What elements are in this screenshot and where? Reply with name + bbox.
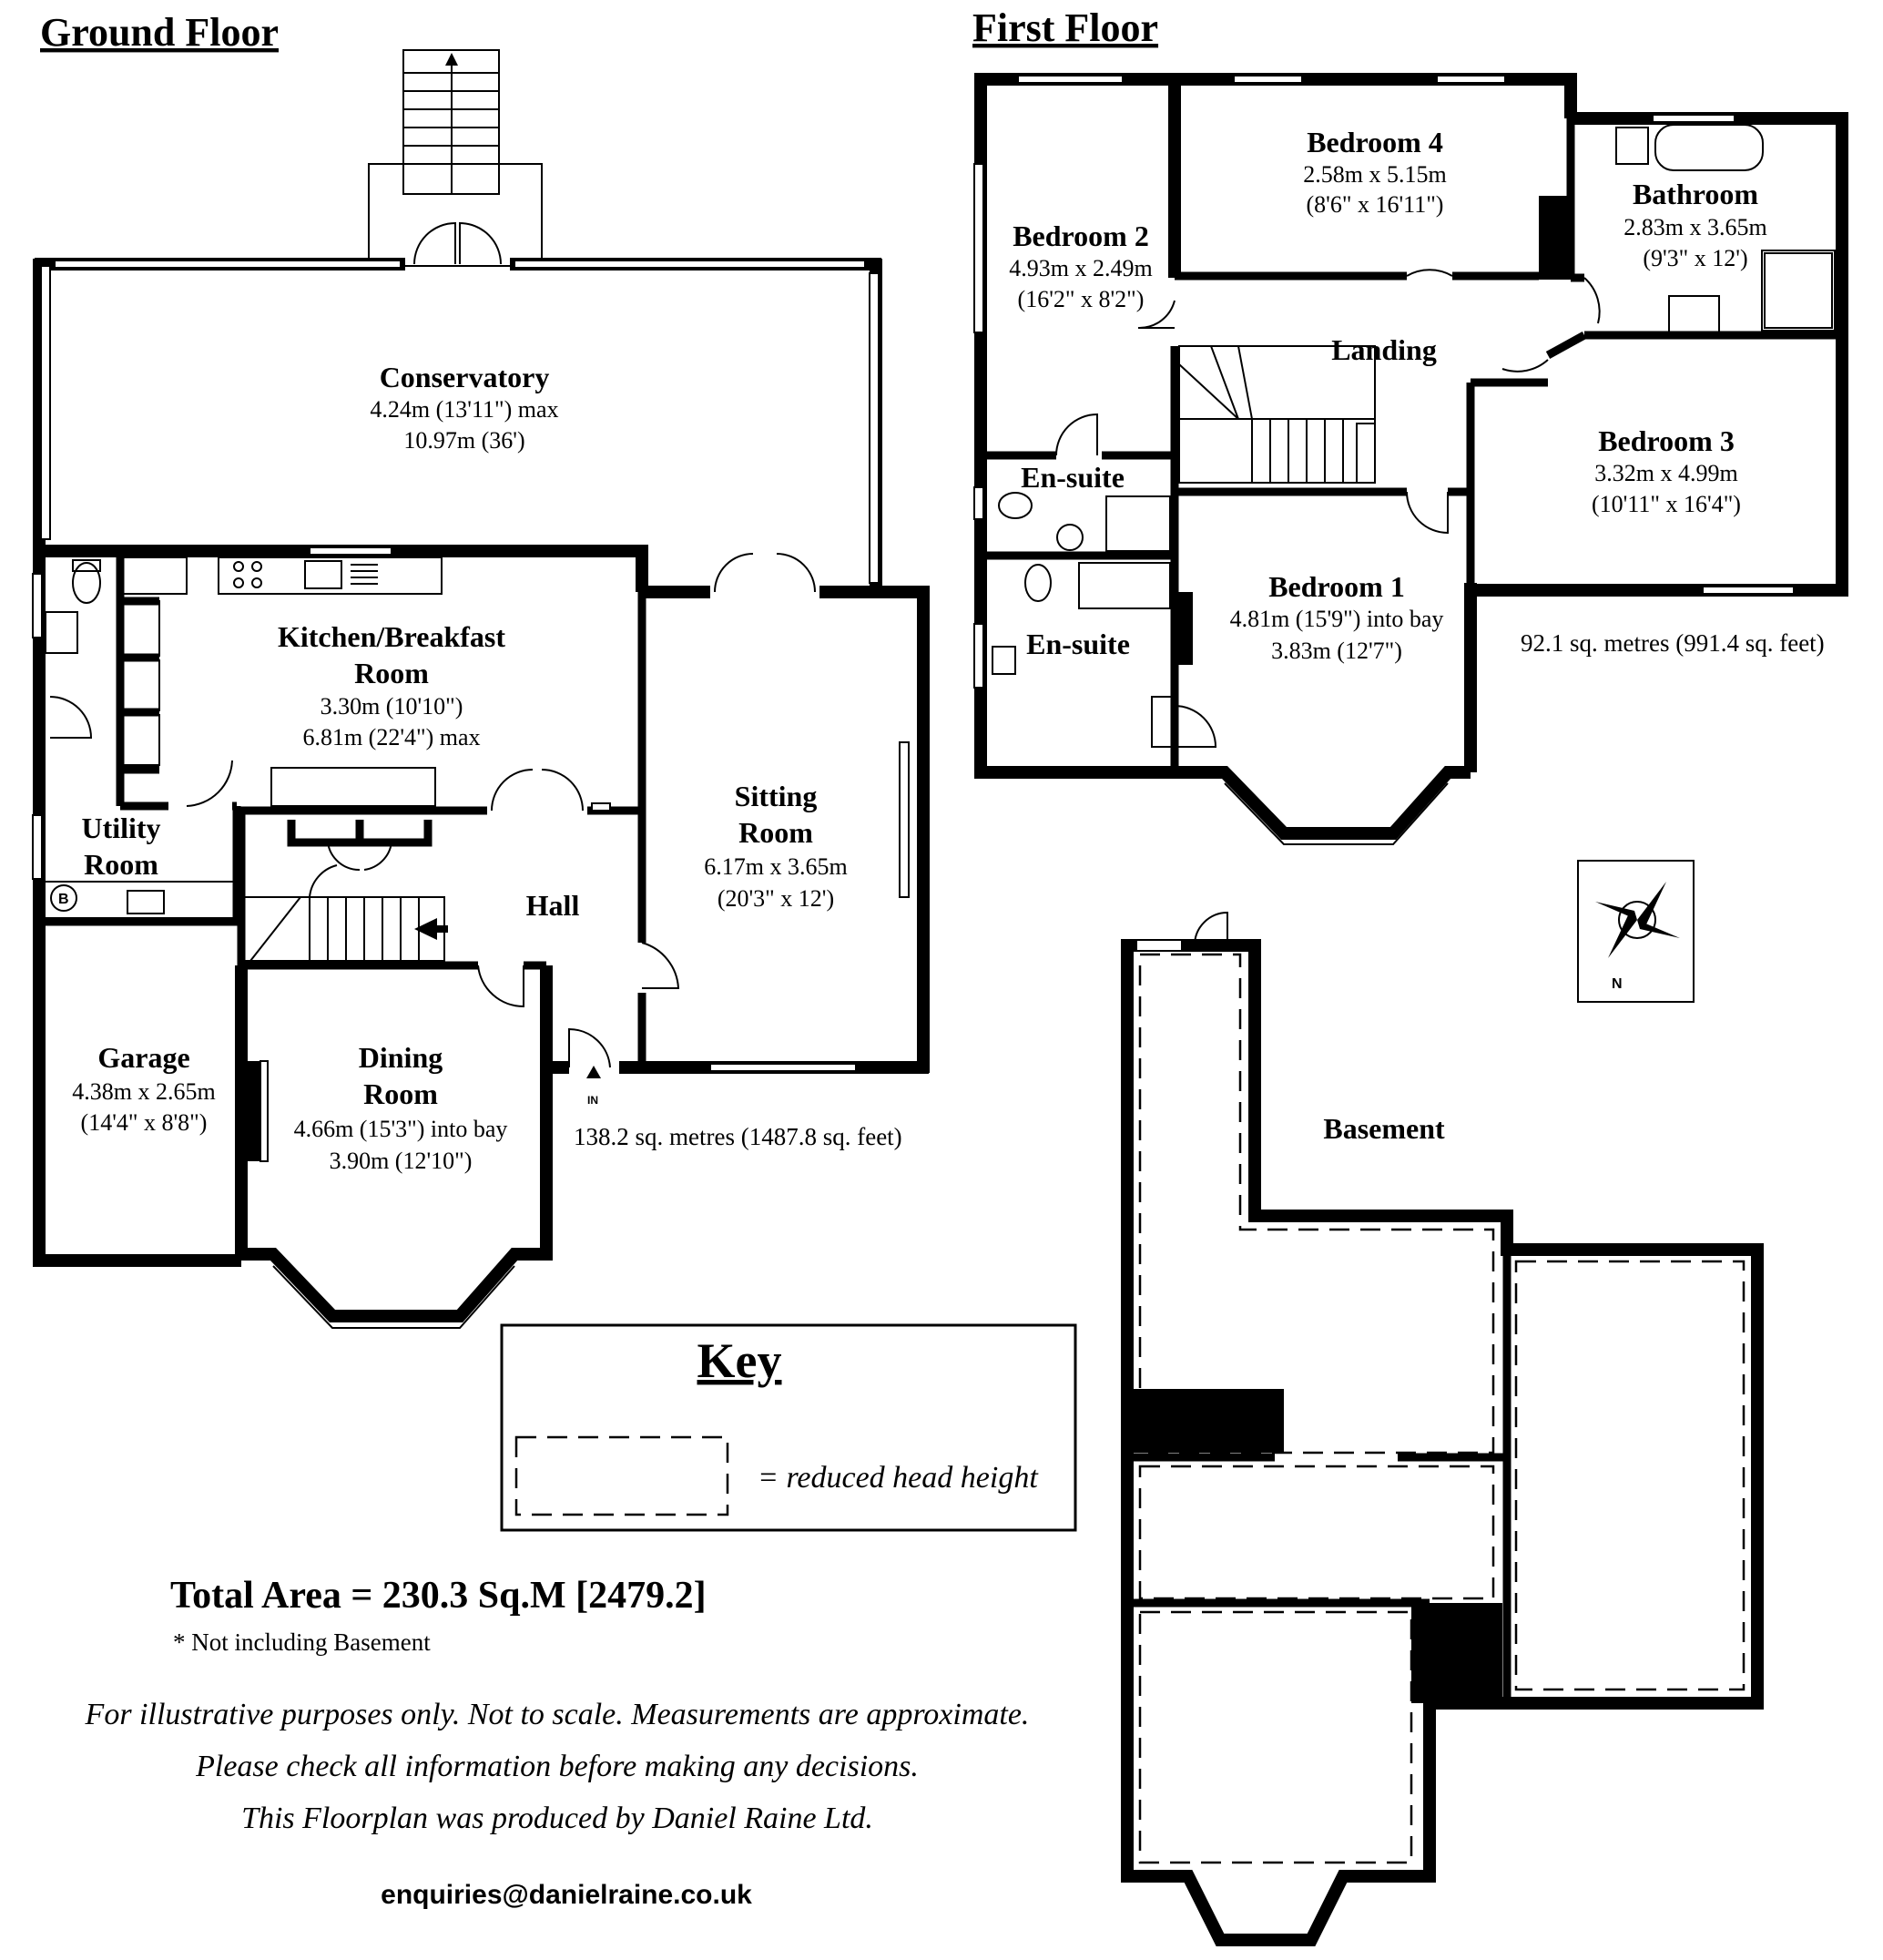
- sitting-dim1: 6.17m x 3.65m: [704, 853, 847, 880]
- utility-name2: Room: [84, 848, 158, 881]
- basement-title: Basement: [1323, 1112, 1445, 1145]
- bathroom-dim1: 2.83m x 3.65m: [1623, 214, 1766, 240]
- ground-floor-title: Ground Floor: [40, 10, 279, 55]
- garage-dim2: (14'4" x 8'8"): [81, 1109, 208, 1136]
- total-note: * Not including Basement: [173, 1628, 431, 1656]
- north-label: N: [1612, 976, 1623, 992]
- ground-area: 138.2 sq. metres (1487.8 sq. feet): [574, 1123, 902, 1150]
- conservatory-dim1: 4.24m (13'11") max: [370, 396, 558, 423]
- compass-north-label: N: [1612, 976, 1623, 992]
- sitting-name2: Room: [738, 816, 813, 849]
- boiler-label: B: [58, 892, 69, 907]
- bedroom4-dim1: 2.58m x 5.15m: [1303, 161, 1446, 188]
- first-area: 92.1 sq. metres (991.4 sq. feet): [1521, 629, 1825, 657]
- dining-dim2: 3.90m (12'10"): [330, 1148, 473, 1174]
- first-floor: First Floor: [972, 5, 1848, 845]
- ground-labels: Conservatory 4.24m (13'11") max 10.97m (…: [72, 361, 901, 1174]
- bedroom4-name: Bedroom 4: [1307, 126, 1443, 158]
- disclaimer-line2: Please check all information before maki…: [195, 1750, 919, 1783]
- first-stairs: [1178, 345, 1376, 484]
- basement: Basement: [1121, 911, 1764, 1946]
- sitting-name1: Sitting: [735, 780, 818, 812]
- conservatory-dim2: 10.97m (36'): [403, 427, 524, 454]
- sitting-dim2: (20'3" x 12'): [718, 885, 834, 912]
- first-labels: Bedroom 4 2.58m x 5.15m (8'6" x 16'11") …: [1009, 126, 1824, 664]
- bedroom3-dim1: 3.32m x 4.99m: [1594, 460, 1737, 486]
- ground-walls: B: [32, 545, 930, 1329]
- ensuite1-name: En-suite: [1021, 461, 1125, 494]
- bedroom1-name: Bedroom 1: [1268, 570, 1405, 603]
- kitchen-dim1: 3.30m (10'10"): [321, 693, 463, 720]
- compass: N: [1577, 860, 1695, 1003]
- disclaimer-line1: For illustrative purposes only. Not to s…: [85, 1698, 1030, 1731]
- bathroom-dim2: (9'3" x 12'): [1643, 245, 1747, 271]
- utility-name1: Utility: [81, 812, 160, 844]
- key-box: Key = reduced head height: [500, 1323, 1077, 1532]
- bedroom1-dim1: 4.81m (15'9") into bay: [1230, 606, 1444, 632]
- kitchen-name1: Kitchen/Breakfast: [278, 620, 505, 653]
- landing-name: Landing: [1331, 333, 1437, 366]
- hall-name: Hall: [526, 889, 580, 922]
- conservatory-steps: [368, 49, 543, 267]
- garage-name: Garage: [97, 1041, 189, 1074]
- bedroom4-dim2: (8'6" x 16'11"): [1307, 191, 1444, 218]
- total-area: Total Area = 230.3 Sq.M [2479.2]: [170, 1575, 707, 1617]
- bedroom2-name: Bedroom 2: [1013, 219, 1149, 252]
- disclaimer-line3: This Floorplan was produced by Daniel Ra…: [241, 1802, 873, 1835]
- kitchen-name2: Room: [354, 657, 429, 689]
- ground-floor: Ground Floor: [32, 10, 930, 1329]
- dining-name1: Dining: [359, 1041, 443, 1074]
- bathroom-name: Bathroom: [1633, 178, 1758, 210]
- ensuite2-name: En-suite: [1026, 628, 1130, 660]
- contact-email[interactable]: enquiries@danielraine.co.uk: [381, 1880, 752, 1910]
- ground-stairs: [243, 864, 448, 962]
- bedroom3-dim2: (10'11" x 16'4"): [1592, 491, 1741, 517]
- entrance-label: IN: [587, 1094, 598, 1107]
- dining-name2: Room: [363, 1077, 438, 1110]
- key-title: Key: [697, 1333, 782, 1388]
- footer-info: Total Area = 230.3 Sq.M [2479.2] * Not i…: [85, 1575, 1030, 1910]
- bedroom3-name: Bedroom 3: [1598, 424, 1735, 457]
- first-floor-title: First Floor: [972, 5, 1158, 50]
- bedroom2-dim2: (16'2" x 8'2"): [1018, 286, 1145, 312]
- garage-dim1: 4.38m x 2.65m: [72, 1078, 215, 1105]
- dining-dim1: 4.66m (15'3") into bay: [294, 1116, 508, 1142]
- bedroom2-dim1: 4.93m x 2.49m: [1009, 255, 1152, 281]
- kitchen-dim2: 6.81m (22'4") max: [302, 724, 480, 750]
- first-walls: [973, 73, 1848, 845]
- bedroom1-dim2: 3.83m (12'7"): [1271, 638, 1402, 664]
- key-legend: = reduced head height: [758, 1461, 1039, 1495]
- conservatory: [33, 221, 882, 587]
- conservatory-name: Conservatory: [380, 361, 550, 393]
